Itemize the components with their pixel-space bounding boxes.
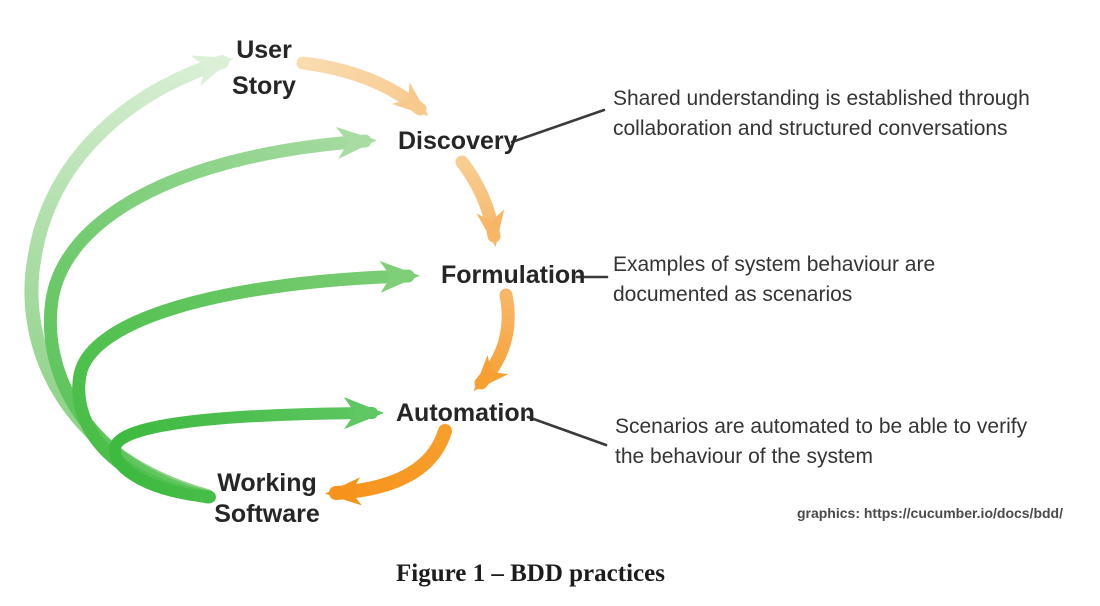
annotation-automation: Scenarios are automated to be able to ve… [615,412,1027,472]
figure-caption: Figure 1 – BDD practices [396,560,665,587]
feedback-arrow-to-automation [108,397,384,503]
node-working-software-line2: Software [214,500,320,528]
node-working-software-line1: Working [217,469,317,497]
node-user-story-line1: User [236,36,292,64]
annotation-connector-discovery [510,108,606,144]
flow-arrow-formulation-to-automation [473,288,515,392]
annotation-automation-line1: Scenarios are automated to be able to ve… [615,415,1028,438]
node-formulation: Formulation [441,261,586,289]
annotation-formulation: Examples of system behaviour are documen… [613,250,935,310]
annotation-connector-automation [526,415,608,447]
annotation-automation-line2: the behaviour of the system [615,445,873,468]
annotation-discovery: Shared understanding is established thro… [613,84,1030,144]
node-discovery: Discovery [398,127,518,155]
annotation-discovery-line1: Shared understanding is established thro… [613,87,1030,110]
node-user-story: User Story [204,32,324,104]
node-automation: Automation [396,399,535,427]
flow-arrow-automation-to-working-software [325,424,452,506]
flow-arrow-user-story-to-discovery [296,56,429,116]
annotation-formulation-line2: documented as scenarios [613,283,853,306]
node-user-story-line2: Story [232,72,296,100]
flow-arrow-discovery-to-formulation [455,155,505,247]
node-working-software: Working Software [206,468,328,530]
annotation-formulation-line1: Examples of system behaviour are [613,253,936,276]
graphics-credit: graphics: https://cucumber.io/docs/bdd/ [796,505,1063,521]
annotation-discovery-line2: collaboration and structured conversatio… [613,117,1008,140]
